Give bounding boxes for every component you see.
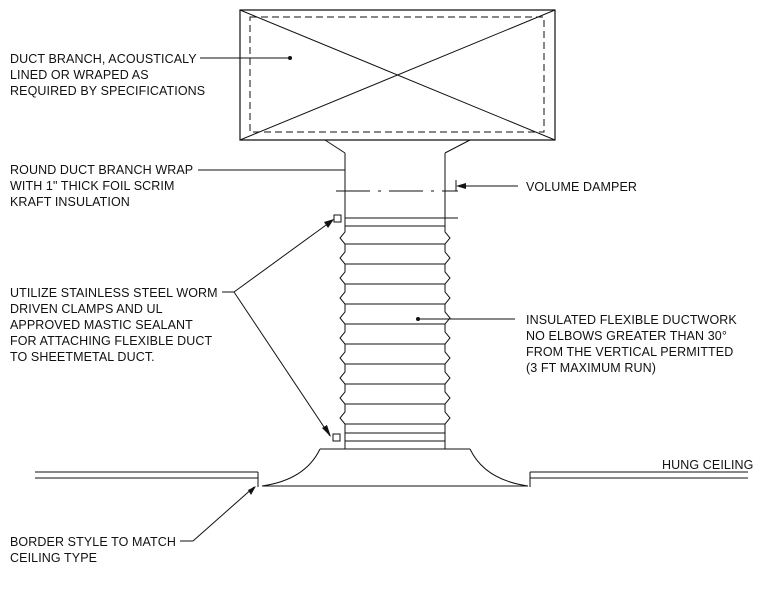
lower-clamp-marker <box>333 434 340 441</box>
flex-duct-label-line-1: INSULATED FLEXIBLE DUCTWORK <box>526 313 737 327</box>
border-style-label: BORDER STYLE TO MATCH CEILING TYPE <box>10 534 176 566</box>
volume-damper <box>336 180 458 191</box>
leader-arrowheads <box>248 183 466 495</box>
duct-branch <box>240 10 555 140</box>
round-duct-wrap-label: ROUND DUCT BRANCH WRAP WITH 1" THICK FOI… <box>10 162 193 210</box>
round-duct-wrap-label-line-2: WITH 1" THICK FOIL SCRIM <box>10 179 175 193</box>
round-duct-wrap-label-line-1: ROUND DUCT BRANCH WRAP <box>10 163 194 177</box>
upper-clamp-marker <box>334 215 341 222</box>
hung-ceiling <box>35 472 748 487</box>
border-style-label-line-2: CEILING TYPE <box>10 551 98 565</box>
flexible-duct <box>340 226 450 449</box>
duct-branch-label: DUCT BRANCH, ACOUSTICALY LINED OR WRAPED… <box>10 51 205 99</box>
clamps-label-line-3: APPROVED MASTIC SEALANT <box>10 318 193 332</box>
flex-duct-label-line-4: (3 FT MAXIMUM RUN) <box>526 361 657 375</box>
hung-ceiling-label-line-1: HUNG CEILING <box>662 458 754 472</box>
duct-branch-label-line-3: REQUIRED BY SPECIFICATIONS <box>10 84 206 98</box>
round-duct-transition <box>325 140 470 226</box>
flex-duct-label-line-2: NO ELBOWS GREATER THAN 30° <box>526 329 727 343</box>
hung-ceiling-label: HUNG CEILING <box>662 457 754 473</box>
clamps-label-line-5: TO SHEETMETAL DUCT. <box>10 350 155 364</box>
duct-branch-label-line-1: DUCT BRANCH, ACOUSTICALY <box>10 52 197 66</box>
ceiling-diffuser <box>262 449 528 486</box>
flex-duct-label: INSULATED FLEXIBLE DUCTWORK NO ELBOWS GR… <box>526 312 737 376</box>
volume-damper-label-line-1: VOLUME DAMPER <box>526 180 638 194</box>
clamps-label-line-1: UTILIZE STAINLESS STEEL WORM <box>10 286 218 300</box>
clamps-label: UTILIZE STAINLESS STEEL WORM DRIVEN CLAM… <box>10 285 218 365</box>
clamps-label-line-4: FOR ATTACHING FLEXIBLE DUCT <box>10 334 213 348</box>
round-duct-wrap-label-line-3: KRAFT INSULATION <box>10 195 130 209</box>
volume-damper-label: VOLUME DAMPER <box>526 179 637 195</box>
leader-lines <box>180 56 668 542</box>
duct-branch-label-line-2: LINED OR WRAPED AS <box>10 68 149 82</box>
flex-duct-label-line-3: FROM THE VERTICAL PERMITTED <box>526 345 734 359</box>
clamps-label-line-2: DRIVEN CLAMPS AND UL <box>10 302 163 316</box>
border-style-label-line-1: BORDER STYLE TO MATCH <box>10 535 177 549</box>
